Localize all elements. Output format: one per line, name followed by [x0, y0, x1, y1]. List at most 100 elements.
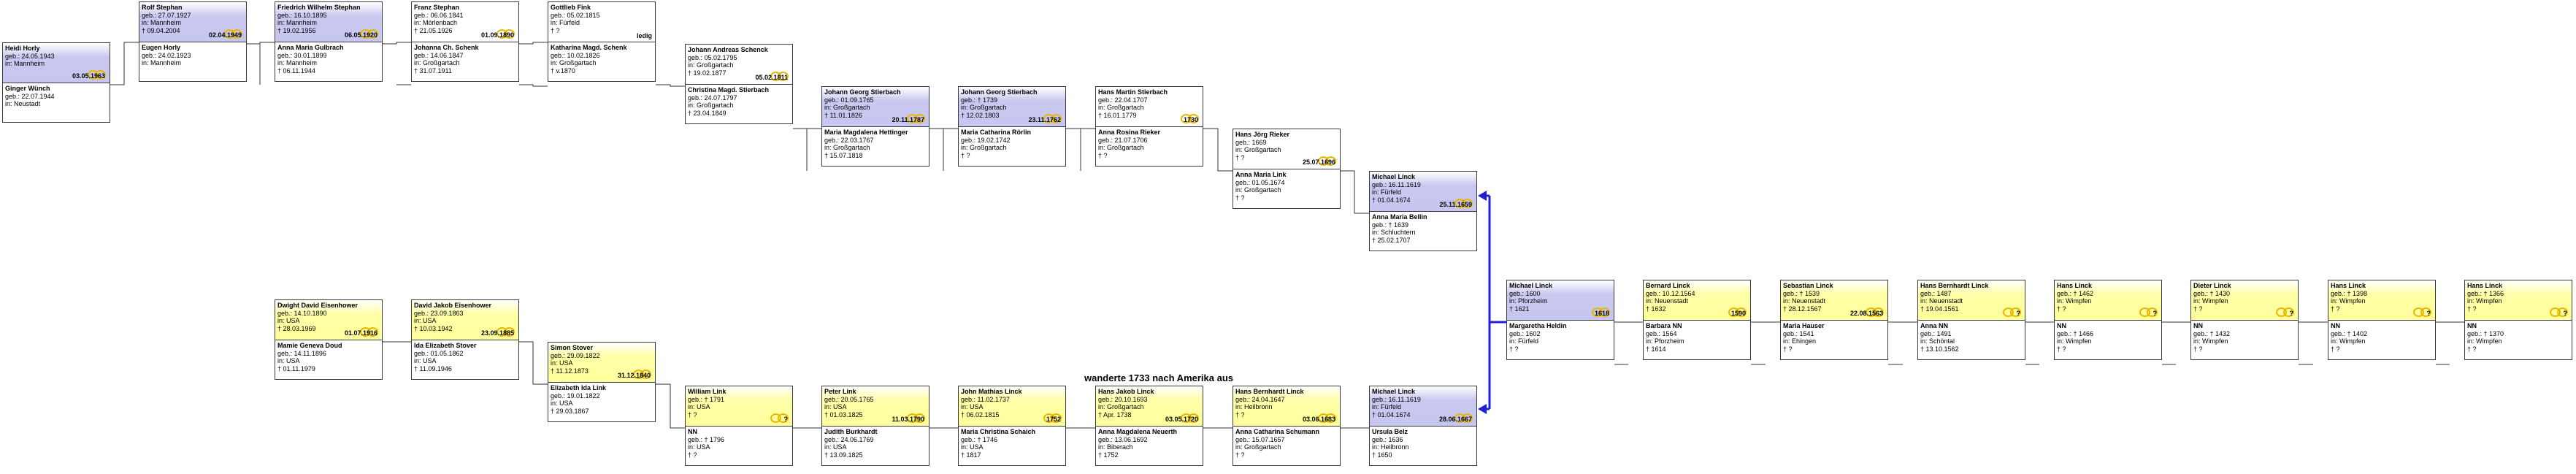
person-detail: geb.: 24.05.1943: [5, 52, 55, 60]
person-detail: geb.: 01.05.1862: [414, 349, 464, 357]
person-detail: † 19.02.1956: [277, 26, 316, 34]
person-detail: † 09.04.2004: [142, 26, 180, 34]
wedding-rings-icon: [360, 327, 379, 337]
marriage-date: 25.07.1696: [1302, 158, 1335, 166]
person-detail: geb.: 24.06.1769: [824, 435, 874, 443]
wedding-rings-icon: [497, 29, 515, 39]
person-detail: † 29.03.1867: [551, 407, 589, 415]
person-name: Anna NN: [1920, 322, 1948, 329]
person-detail: † ?: [2057, 305, 2066, 313]
person-detail: in: Mannheim: [277, 19, 318, 26]
person-detail: geb.: 05.02.1795: [688, 53, 737, 61]
person-detail: geb.: 19.01.1822: [551, 391, 600, 400]
wedding-rings-icon: [1866, 307, 1885, 318]
marriage-date: 23.09.1885: [480, 329, 514, 337]
